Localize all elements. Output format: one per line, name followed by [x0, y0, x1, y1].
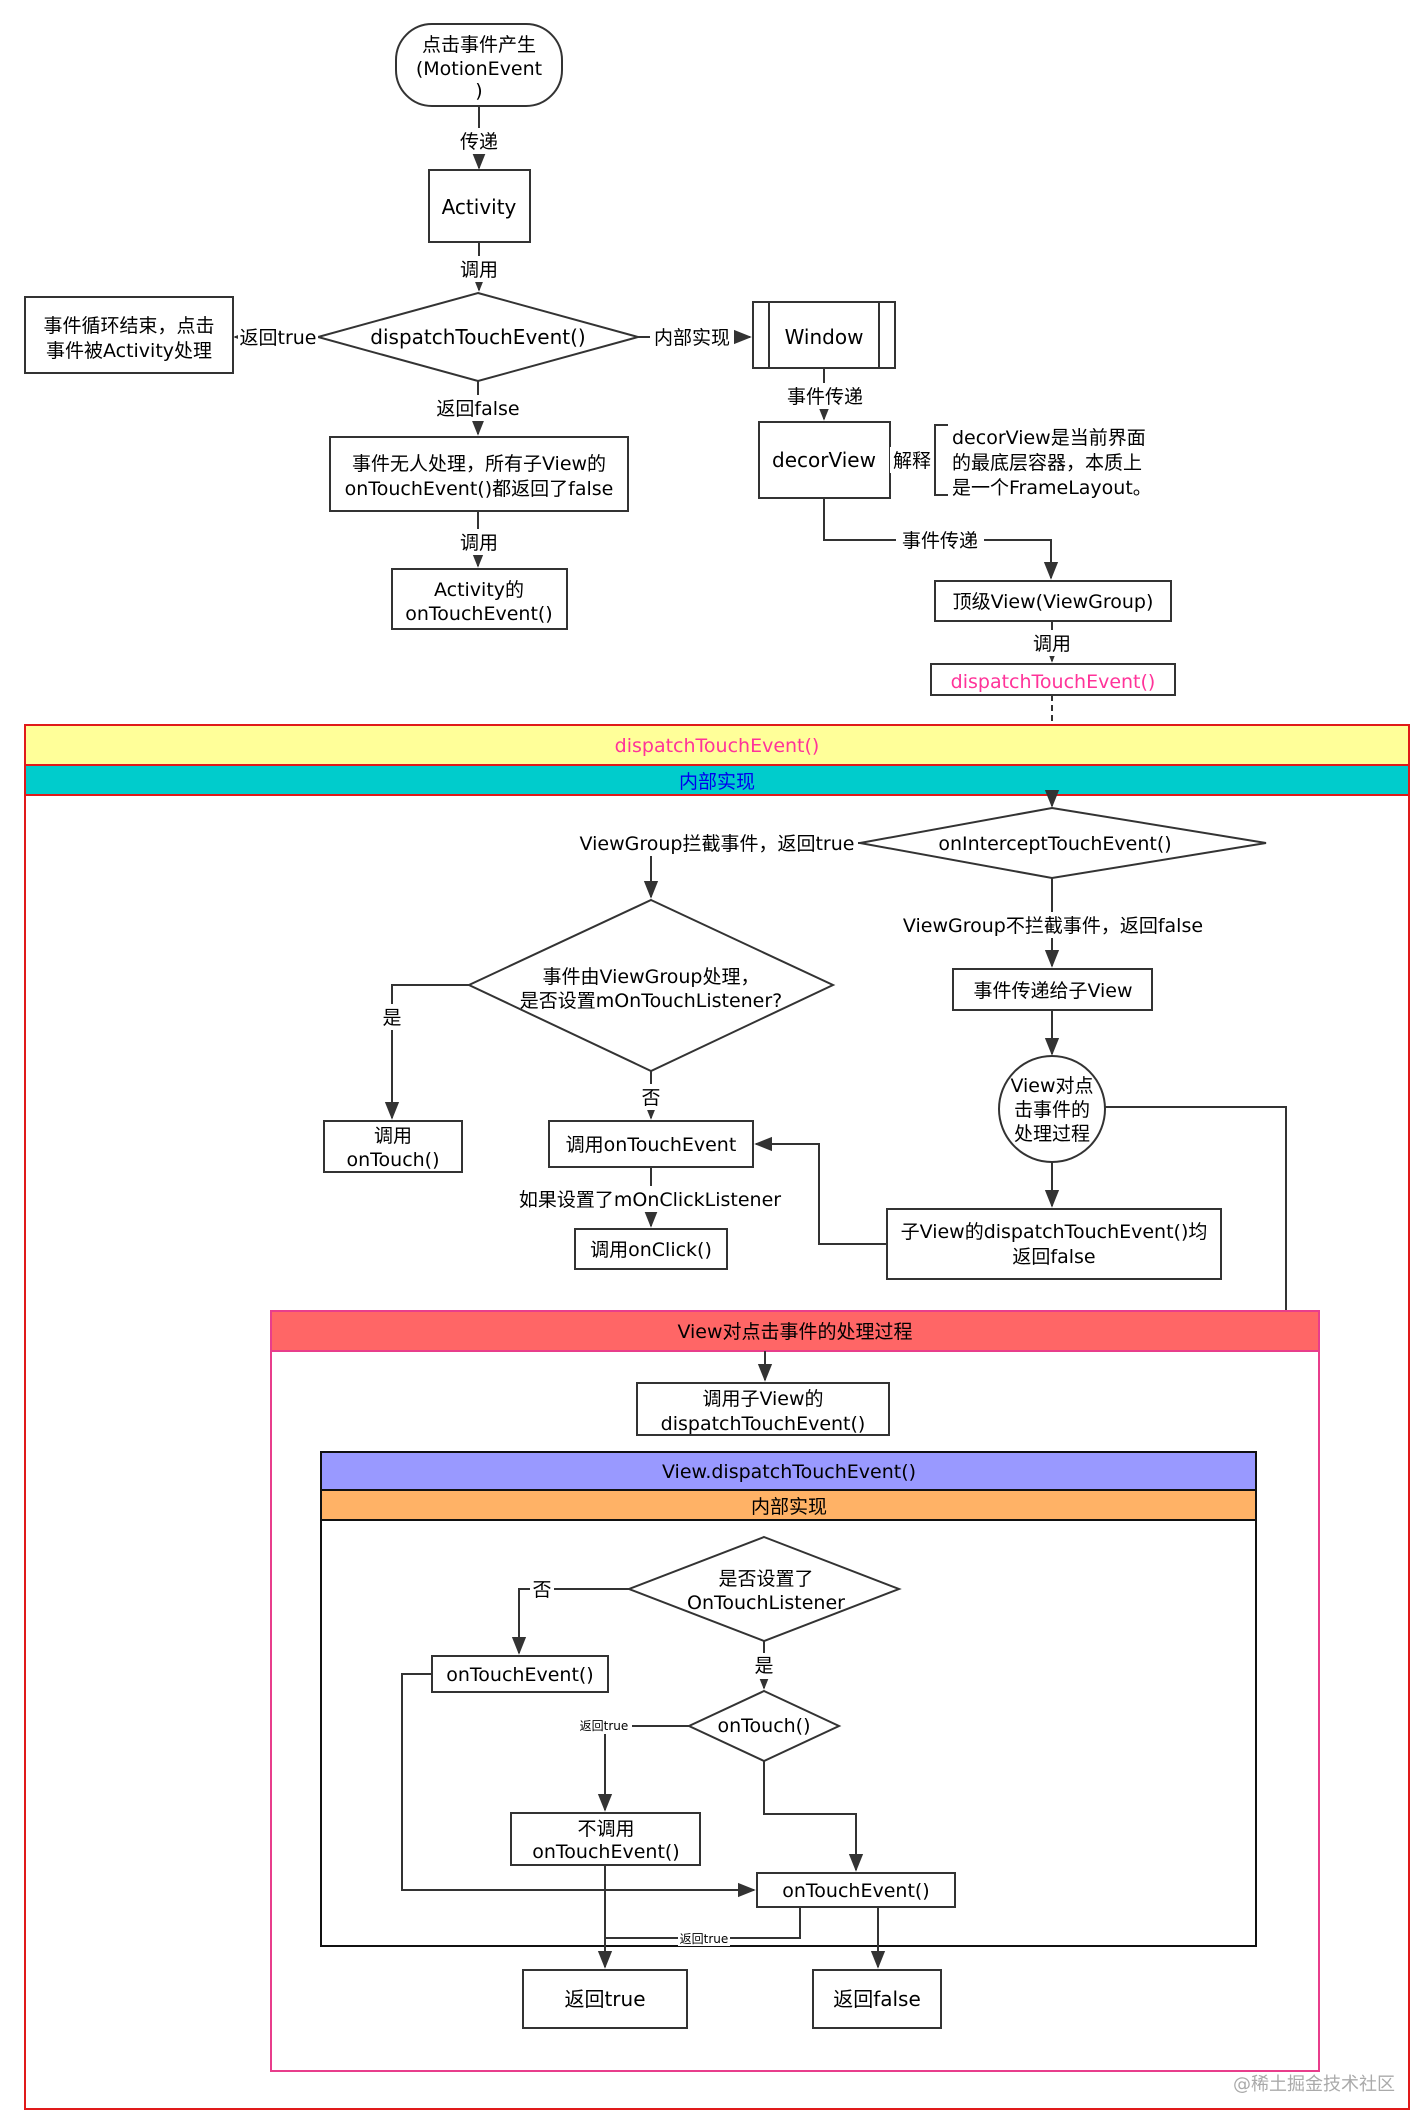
no-handler-line2: onTouchEvent()都返回了false [345, 478, 614, 500]
loop-end-line1: 事件循环结束，点击 [43, 315, 214, 337]
top-view-label: 顶级View(ViewGroup) [953, 591, 1154, 613]
return-false-box [812, 1969, 942, 2029]
activity-label: Activity [442, 195, 517, 219]
label-no-view: 否 [532, 1579, 551, 1601]
label-return-true: 返回true [240, 327, 317, 349]
label-call-1: 调用 [460, 259, 498, 281]
return-true-label: 返回true [564, 1987, 645, 2011]
intercept-diamond-label: onInterceptTouchEvent() [938, 833, 1171, 855]
label-pass: 传递 [460, 131, 498, 153]
label-explain: 解释 [893, 450, 931, 472]
not-call-line2: onTouchEvent() [532, 1841, 679, 1863]
return-true-box [522, 1969, 688, 2029]
label-yes-view: 是 [754, 1655, 773, 1677]
viewgroup-header-label: dispatchTouchEvent() [615, 735, 820, 757]
not-call-line1: 不调用 [577, 1818, 634, 1840]
view-impl-header [320, 1489, 1257, 1521]
ontouchevent-left-box [431, 1655, 609, 1693]
start-node-line1: 点击事件产生 [422, 34, 536, 56]
label-call-2: 调用 [460, 532, 498, 554]
pass-to-child-label: 事件传递给子View [973, 980, 1132, 1002]
activity-ontouchevent-box [391, 568, 568, 630]
loop-end-line2: 事件被Activity处理 [46, 340, 212, 362]
activity-ontouchevent-line2: onTouchEvent() [405, 603, 552, 625]
ontouchevent-right-box [756, 1872, 956, 1908]
touch-listener-line1: 是否设置了 [718, 1568, 813, 1590]
decor-note-line2: 的最底层容器，本质上 [952, 452, 1142, 474]
call-child-dispatch-line2: dispatchTouchEvent() [661, 1413, 866, 1435]
label-event-pass-1: 事件传递 [787, 386, 863, 408]
view-process-line1: View对点 [1010, 1075, 1093, 1097]
label-if-click: 如果设置了mOnClickListener [519, 1189, 781, 1211]
view-process-line3: 处理过程 [1014, 1123, 1090, 1145]
view-dispatch-container [320, 1451, 1257, 1947]
label-no-vg: 否 [641, 1087, 660, 1109]
call-onclick-label: 调用onClick() [590, 1239, 712, 1261]
viewgroup-subheader-label: 内部实现 [679, 771, 755, 793]
label-return-false: 返回false [436, 398, 519, 420]
no-handler-line1: 事件无人处理，所有子View的 [352, 453, 606, 475]
decor-note-line3: 是一个FrameLayout。 [952, 477, 1152, 499]
label-inner-impl: 内部实现 [654, 327, 730, 349]
decorview-label: decorView [772, 448, 876, 472]
label-event-pass-2: 事件传递 [902, 530, 978, 552]
label-return-true-small2: 返回true [680, 1932, 729, 1946]
view-impl-header-label: 内部实现 [751, 1496, 827, 1518]
call-ontouch-box [323, 1120, 463, 1173]
not-call-box [510, 1812, 701, 1866]
child-false-line2: 返回false [1012, 1246, 1095, 1268]
viewgroup-header [24, 724, 1410, 766]
listener-question-line2: 是否设置mOnTouchListener? [520, 990, 783, 1012]
view-process-line2: 击事件的 [1014, 1099, 1090, 1121]
label-return-true-small: 返回true [580, 1719, 629, 1733]
dispatch-pink-box [930, 663, 1176, 696]
watermark: @稀土掘金技术社区 [1233, 2074, 1395, 2095]
call-ontouch-line1: 调用 [374, 1125, 412, 1147]
ontouchevent-left-label: onTouchEvent() [446, 1664, 593, 1686]
start-node-line3: ) [475, 80, 482, 102]
call-ontouch-line2: onTouch() [346, 1149, 439, 1171]
child-false-line1: 子View的dispatchTouchEvent()均 [901, 1221, 1208, 1243]
dispatch-diamond-label: dispatchTouchEvent() [370, 325, 585, 349]
loop-end-box [24, 296, 234, 374]
listener-question-line1: 事件由ViewGroup处理， [543, 966, 760, 988]
label-call-3: 调用 [1033, 633, 1071, 655]
view-dispatch-header [320, 1451, 1257, 1491]
view-header-label: View对点击事件的处理过程 [677, 1321, 912, 1343]
decor-note-line1: decorView是当前界面 [952, 427, 1146, 449]
view-dispatch-header-label: View.dispatchTouchEvent() [662, 1461, 916, 1483]
ontouchevent-right-label: onTouchEvent() [782, 1880, 929, 1902]
call-onclick-box [574, 1228, 728, 1270]
ontouch-diamond-label: onTouch() [717, 1715, 810, 1737]
view-header [270, 1310, 1320, 1352]
label-intercept-false: ViewGroup不拦截事件，返回false [903, 915, 1203, 937]
label-yes-vg: 是 [382, 1007, 401, 1029]
label-intercept-true: ViewGroup拦截事件，返回true [580, 833, 855, 855]
return-false-label: 返回false [833, 1987, 921, 2011]
child-false-box [886, 1208, 1222, 1280]
start-node-line2: (MotionEvent [416, 58, 542, 80]
window-label: Window [785, 325, 864, 349]
call-ontouchevent-label: 调用onTouchEvent [566, 1134, 737, 1156]
call-ontouchevent-box [548, 1120, 754, 1168]
call-child-dispatch-box [636, 1382, 890, 1436]
dispatch-pink-label: dispatchTouchEvent() [951, 671, 1156, 693]
call-child-dispatch-line1: 调用子View的 [702, 1388, 823, 1410]
top-view-box [934, 580, 1172, 622]
window-box [752, 301, 896, 369]
decorview-box [758, 421, 891, 499]
viewgroup-subheader [24, 764, 1410, 796]
activity-ontouchevent-line1: Activity的 [434, 579, 524, 601]
touch-listener-line2: OnTouchListener [687, 1592, 845, 1614]
